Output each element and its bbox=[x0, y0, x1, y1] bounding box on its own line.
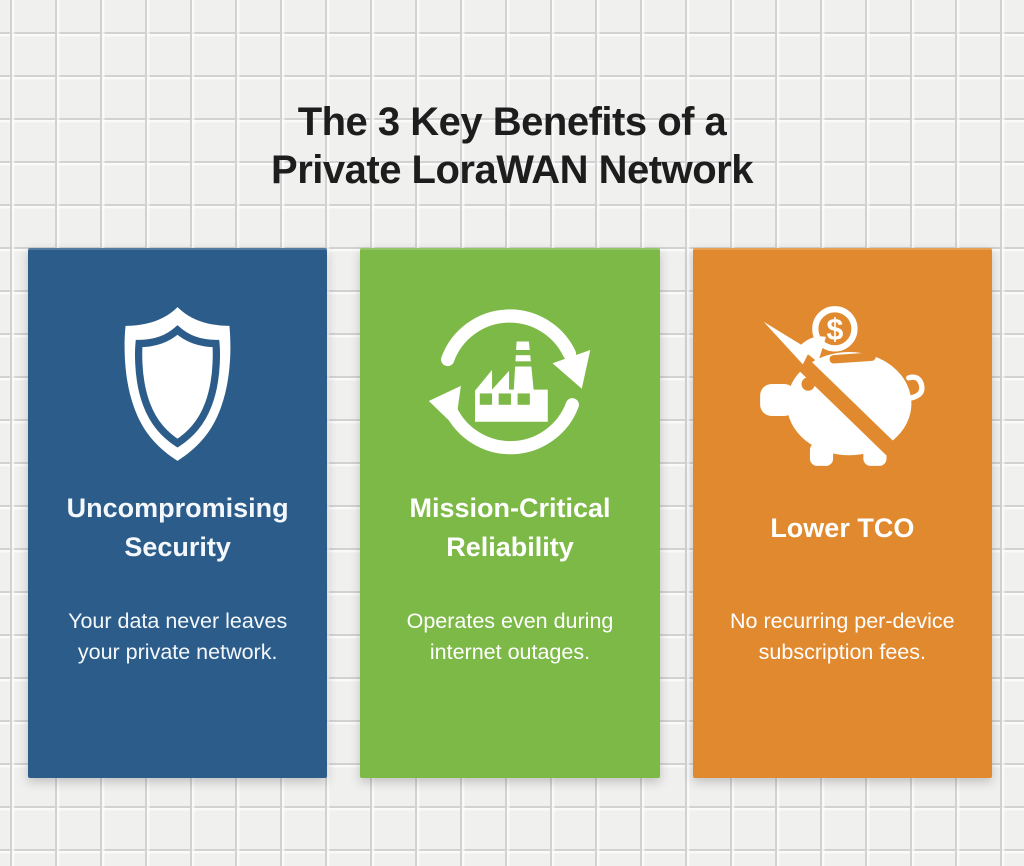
cycle-arrow-bottom-arc bbox=[443, 398, 579, 455]
dollar-sign-icon: $ bbox=[827, 314, 844, 347]
no-fees-slash-tip bbox=[763, 321, 811, 365]
chimney-stripe bbox=[512, 350, 536, 356]
pig-tail bbox=[906, 374, 925, 401]
factory-cycle-icon-svg bbox=[428, 309, 591, 455]
benefit-card-security: Uncompromising Security Your data never … bbox=[28, 248, 328, 778]
benefit-card-reliability: Mission-Critical Reliability Operates ev… bbox=[360, 248, 660, 778]
card-description: Operates even during internet outages. bbox=[406, 609, 614, 664]
card-description: No recurring per-device subscription fee… bbox=[729, 609, 955, 664]
coin-icon bbox=[812, 306, 858, 352]
card-title: Mission-Critical Reliability bbox=[409, 493, 611, 562]
benefit-cards: Uncompromising Security Your data never … bbox=[28, 248, 992, 778]
chimney-stripe bbox=[513, 361, 535, 367]
factory-cutouts bbox=[479, 350, 536, 405]
pig-ear bbox=[797, 336, 827, 363]
shield-icon bbox=[113, 298, 242, 470]
cycle-arrow-top-head bbox=[552, 350, 591, 389]
cycle-arrow-bottom-head bbox=[428, 385, 461, 427]
piggy-bank-icon-svg: $ bbox=[760, 306, 925, 466]
cycle-arrow-top-arc bbox=[441, 309, 577, 367]
factory-window bbox=[517, 393, 530, 405]
benefit-card-lower-tco: $ Lower TCO No recurring bbox=[692, 248, 992, 778]
coin-slot bbox=[829, 352, 877, 364]
pig-front-leg bbox=[810, 442, 834, 466]
pig-snout bbox=[760, 384, 797, 417]
piggy-bank-no-fees-icon: $ bbox=[753, 298, 931, 470]
card-title: Uncompromising Security bbox=[66, 493, 289, 562]
card-title: Lower TCO bbox=[770, 512, 915, 543]
shield-inner-ring bbox=[135, 325, 221, 448]
shield-icon-svg bbox=[124, 307, 231, 461]
page-title: The 3 Key Benefits of a Private LoraWAN … bbox=[271, 100, 753, 192]
factory-window bbox=[498, 393, 511, 405]
factory-window bbox=[479, 393, 493, 405]
factory-cycle-icon bbox=[425, 298, 595, 470]
card-description: Your data never leaves your private netw… bbox=[68, 609, 288, 664]
no-fees-slash-gap bbox=[778, 339, 909, 466]
factory-silhouette bbox=[475, 341, 548, 422]
